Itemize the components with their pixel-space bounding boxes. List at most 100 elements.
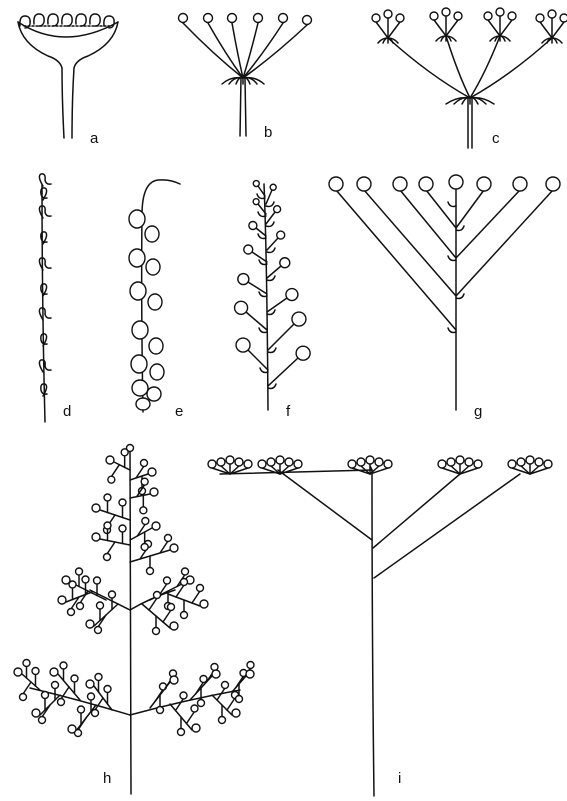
flower-circle xyxy=(52,682,59,689)
main-axis-line xyxy=(130,450,131,794)
flower-circle xyxy=(121,449,128,456)
secondary-ray xyxy=(376,22,388,38)
flower-circle xyxy=(517,458,525,466)
flower-circle xyxy=(42,692,49,699)
floret-curl xyxy=(90,14,100,26)
flower-circle xyxy=(535,458,543,466)
flower-circle xyxy=(544,460,552,468)
flower-circle xyxy=(253,181,259,187)
flower-circle xyxy=(86,620,94,628)
flower-circle xyxy=(276,456,284,464)
flower-circle xyxy=(393,177,407,191)
flower-circle xyxy=(95,627,102,634)
primary-ray xyxy=(446,36,470,98)
flower-circle xyxy=(246,670,254,678)
flower-circle xyxy=(106,456,114,464)
panel-label-a: a xyxy=(90,130,99,147)
flower-circle xyxy=(148,468,156,476)
flower-circle xyxy=(32,668,39,675)
sessile-flower xyxy=(39,258,51,270)
flower-circle xyxy=(141,478,148,485)
pedicel-line xyxy=(176,699,184,711)
flower-circle xyxy=(20,694,27,701)
flower-circle xyxy=(384,10,392,18)
flower-circle xyxy=(164,577,171,584)
panel-label-d: d xyxy=(63,403,71,420)
secondary-ray xyxy=(446,20,458,36)
sessile-flower xyxy=(131,355,147,373)
secondary-ray xyxy=(552,22,564,38)
flower-circle xyxy=(104,554,111,561)
flower-circle xyxy=(208,460,216,468)
pedicel-line xyxy=(227,698,235,710)
flower-circle xyxy=(274,206,281,213)
flower-circle xyxy=(92,533,100,541)
sessile-flower xyxy=(132,380,148,396)
flower-circle xyxy=(204,14,213,23)
pedicel-line xyxy=(400,190,456,258)
panel-label-h: h xyxy=(103,770,111,787)
flower-circle xyxy=(182,568,189,575)
flower-circle xyxy=(449,175,463,189)
floret-curl xyxy=(48,14,58,26)
flower-circle xyxy=(465,458,473,466)
branch-line xyxy=(220,470,372,474)
pedicel-line xyxy=(267,266,281,278)
flower-circle xyxy=(280,258,290,268)
flower-circle xyxy=(546,177,560,191)
sessile-flower xyxy=(145,226,159,242)
flower-circle xyxy=(217,458,225,466)
pedicel-line xyxy=(267,298,287,312)
flower-circle xyxy=(357,458,365,466)
flower-circle xyxy=(92,504,100,512)
flower-circle xyxy=(170,622,178,630)
secondary-ray xyxy=(434,20,446,36)
sessile-flower xyxy=(129,210,145,228)
flower-circle xyxy=(303,16,312,25)
flower-circle xyxy=(384,460,392,468)
flower-circle xyxy=(14,668,22,676)
floret-curl xyxy=(62,14,72,26)
flower-circle xyxy=(119,525,126,532)
panel-d-spike-drawing xyxy=(39,174,51,422)
flower-circle xyxy=(58,596,66,604)
flower-circle xyxy=(104,522,111,529)
flower-circle xyxy=(258,460,266,468)
sessile-flower xyxy=(130,282,146,300)
flower-circle xyxy=(150,488,158,496)
flower-circle xyxy=(200,600,208,608)
flower-circle xyxy=(178,729,185,736)
secondary-ray xyxy=(540,22,552,38)
secondary-ray xyxy=(500,20,512,36)
pedicel-line xyxy=(95,698,103,710)
flower-circle xyxy=(372,14,380,22)
flower-circle xyxy=(219,717,226,724)
sessile-flower xyxy=(39,174,51,186)
flower-circle xyxy=(235,458,243,466)
flower-circle xyxy=(165,535,172,542)
rachis-line xyxy=(42,185,45,422)
flower-circle xyxy=(179,14,188,23)
panel-g-corymb-drawing xyxy=(329,175,560,410)
flower-circle xyxy=(236,338,250,352)
flower-circle xyxy=(60,662,67,669)
pedicel-line xyxy=(267,238,278,250)
flower-circle xyxy=(253,199,259,205)
sessile-flower xyxy=(129,249,145,267)
flower-circle xyxy=(508,460,516,468)
flower-circle xyxy=(32,709,40,717)
main-axis-line xyxy=(372,470,374,796)
flower-circle xyxy=(181,612,188,619)
peduncle-line xyxy=(240,78,241,136)
sessile-flower xyxy=(41,284,47,296)
flower-circle xyxy=(109,591,116,598)
pedicel-line xyxy=(248,282,267,294)
sessile-flower xyxy=(150,364,164,380)
flower-circle xyxy=(141,544,148,551)
flower-circle xyxy=(296,346,310,360)
flower-circle xyxy=(192,724,200,732)
flower-circle xyxy=(77,603,84,610)
flower-circle xyxy=(153,628,160,635)
flower-circle xyxy=(447,458,455,466)
panel-e-spadix-drawing xyxy=(129,180,180,412)
